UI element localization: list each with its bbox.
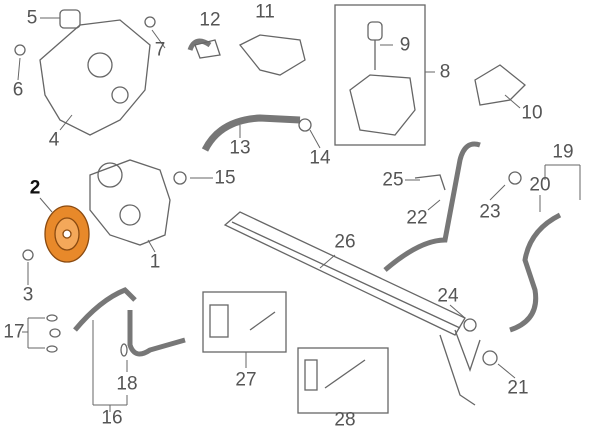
callout-23: 23 xyxy=(479,201,501,223)
callout-3: 3 xyxy=(22,284,34,306)
brackets xyxy=(194,34,526,106)
pulley-highlighted xyxy=(44,205,90,263)
power-steering-pump xyxy=(89,159,171,246)
callout-20: 20 xyxy=(529,174,551,196)
callout-8: 8 xyxy=(439,61,451,83)
parts-diagram xyxy=(14,4,581,417)
callout-14: 14 xyxy=(309,147,331,169)
boxes xyxy=(202,4,426,414)
callout-12: 12 xyxy=(199,9,221,31)
callout-26: 26 xyxy=(334,231,356,253)
callout-15: 15 xyxy=(214,167,236,189)
pump-bracket xyxy=(39,9,151,136)
callout-4: 4 xyxy=(48,129,60,151)
leader-lines xyxy=(17,17,581,417)
callout-1: 1 xyxy=(149,251,161,273)
callout-5: 5 xyxy=(26,7,38,29)
callout-22: 22 xyxy=(406,207,428,229)
callout-13: 13 xyxy=(229,137,251,159)
callout-10: 10 xyxy=(521,102,543,124)
callout-7: 7 xyxy=(154,39,166,61)
callout-6: 6 xyxy=(12,79,24,101)
callout-27: 27 xyxy=(235,369,257,391)
callout-18: 18 xyxy=(116,373,138,395)
callout-25: 25 xyxy=(382,169,404,191)
callout-11: 11 xyxy=(255,1,275,23)
callout-2: 2 xyxy=(29,177,41,199)
callout-9: 9 xyxy=(399,34,411,56)
callout-19: 19 xyxy=(552,141,574,163)
callout-24: 24 xyxy=(437,285,459,307)
callout-16: 16 xyxy=(101,407,123,429)
callout-28: 28 xyxy=(334,409,356,431)
hoses xyxy=(73,38,562,357)
small-parts xyxy=(14,16,522,391)
callout-17: 17 xyxy=(3,321,25,343)
reservoir xyxy=(349,21,416,136)
callout-21: 21 xyxy=(507,377,529,399)
